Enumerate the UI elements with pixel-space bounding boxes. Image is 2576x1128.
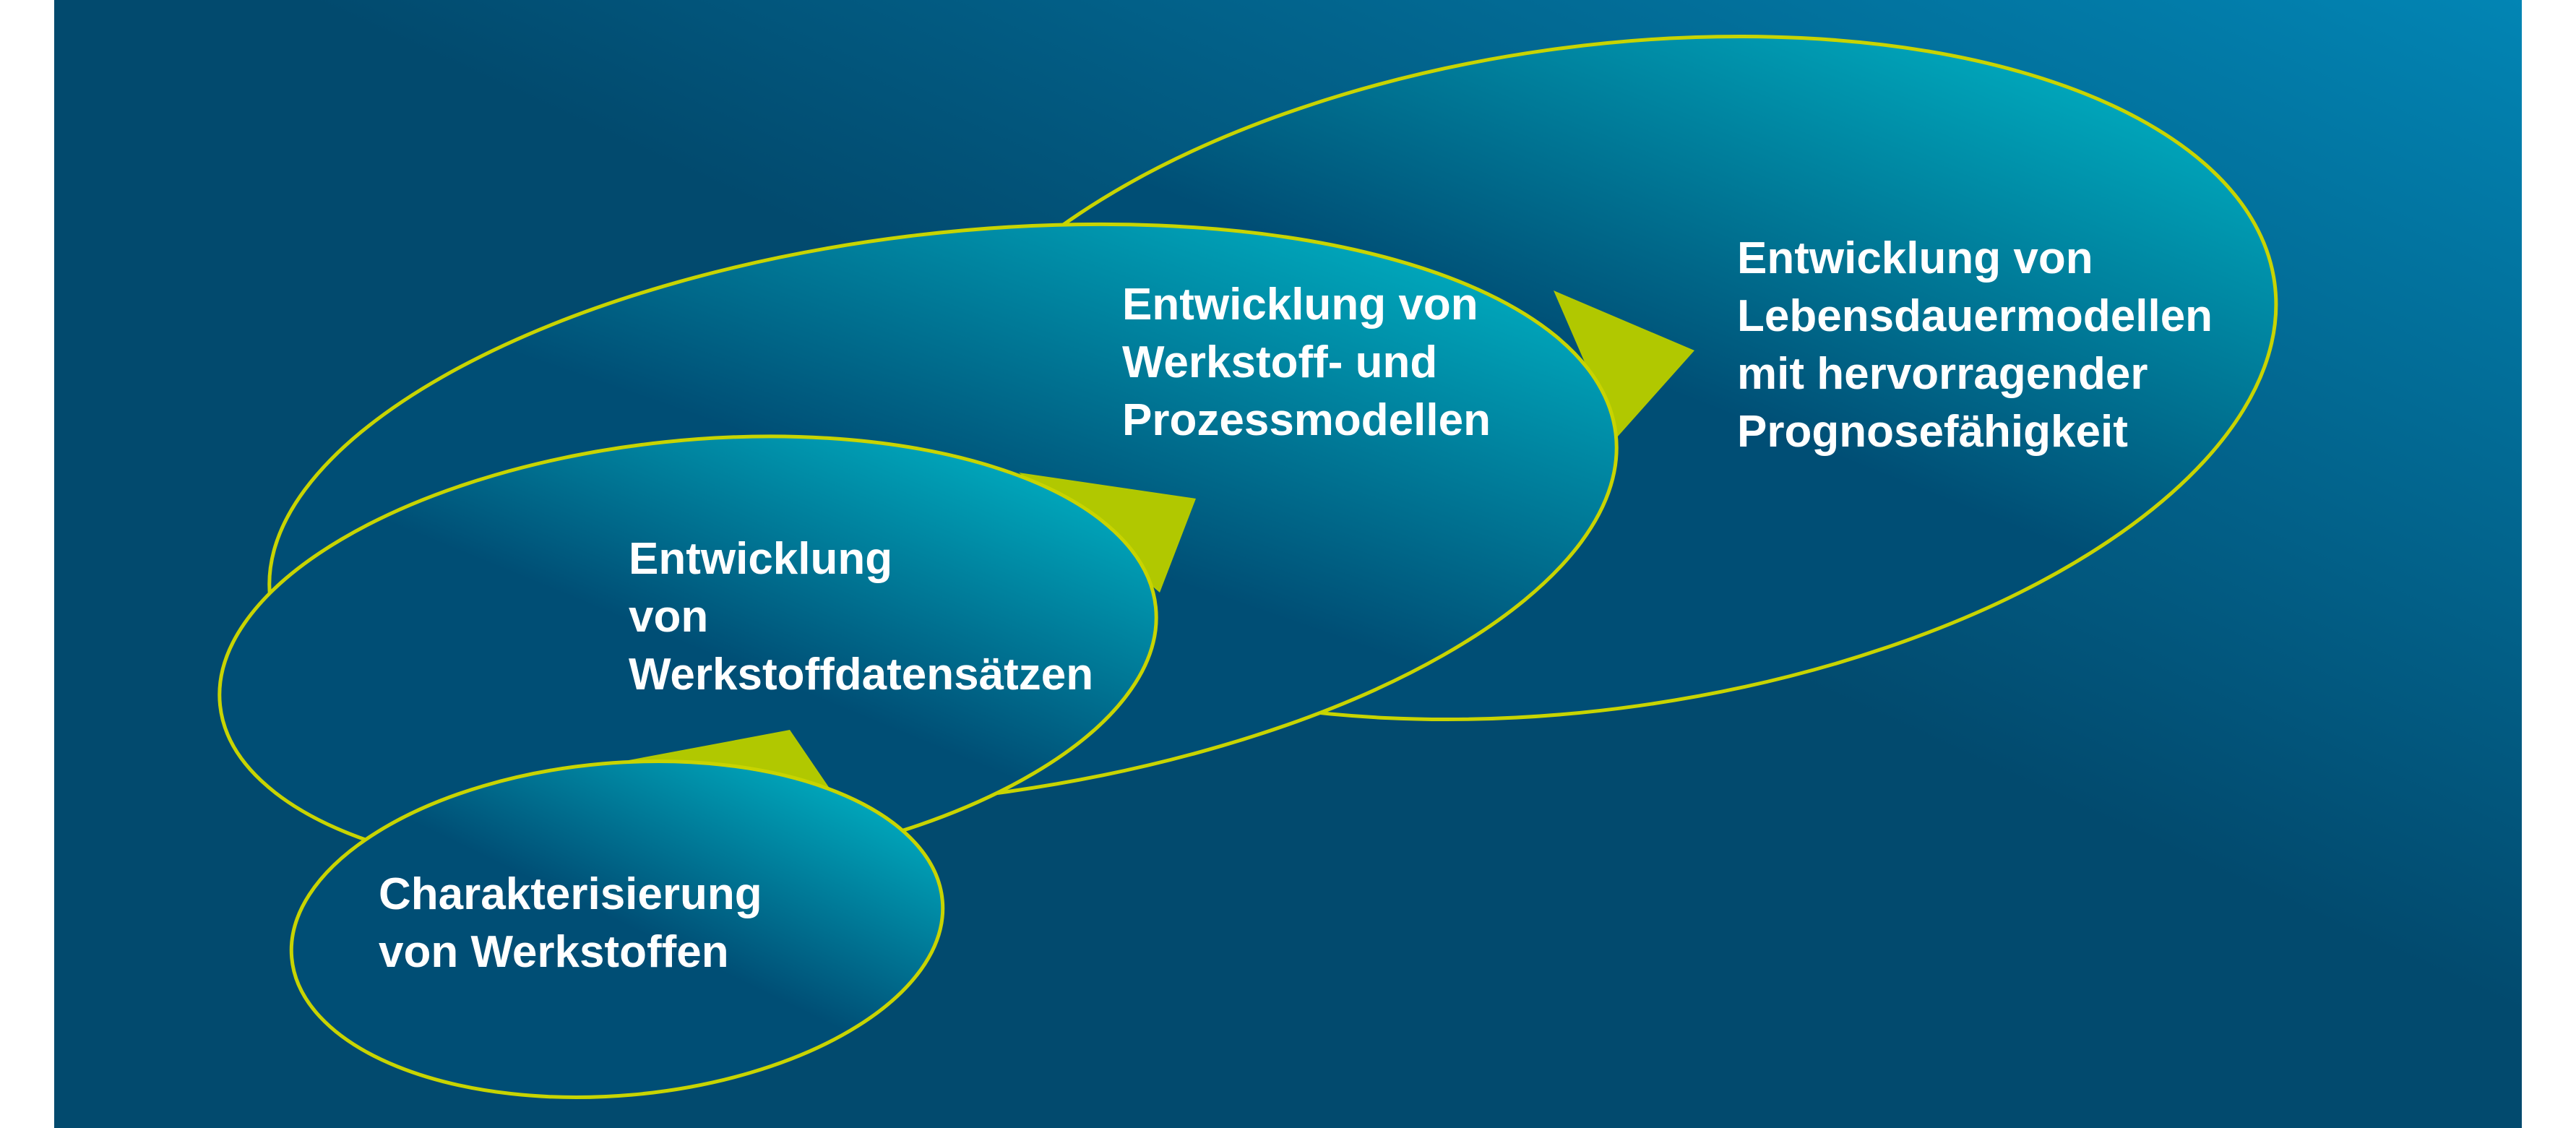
label-line: Werkstoffdatensätzen [629, 650, 1094, 699]
label-line: von Werkstoffen [379, 927, 729, 977]
label-line: Werkstoff- und [1122, 337, 1438, 387]
label-line: Lebensdauermodellen [1737, 291, 2213, 341]
label-line: mit hervorragender [1737, 349, 2148, 399]
label-lifetime-models: Entwicklung von Lebensdauermodellen mit … [1737, 230, 2213, 461]
pointer-models-to-lifetime [1554, 290, 1694, 437]
label-characterization: Charakterisierung von Werkstoffen [379, 866, 762, 981]
label-line: Charakterisierung [379, 869, 762, 919]
ellipse-material-characterization [289, 759, 945, 1099]
label-line: Prognosefähigkeit [1737, 407, 2128, 457]
label-material-process-models: Entwicklung von Werkstoff- und Prozessmo… [1122, 276, 1491, 449]
label-line: Entwicklung von [1737, 233, 2093, 283]
label-material-datasets: Entwicklung von Werkstoffdatensätzen [629, 530, 1093, 704]
label-line: Prozessmodellen [1122, 395, 1491, 445]
label-line: Entwicklung [629, 534, 893, 584]
label-line: Entwicklung von [1122, 280, 1478, 330]
label-line: von [629, 592, 709, 642]
